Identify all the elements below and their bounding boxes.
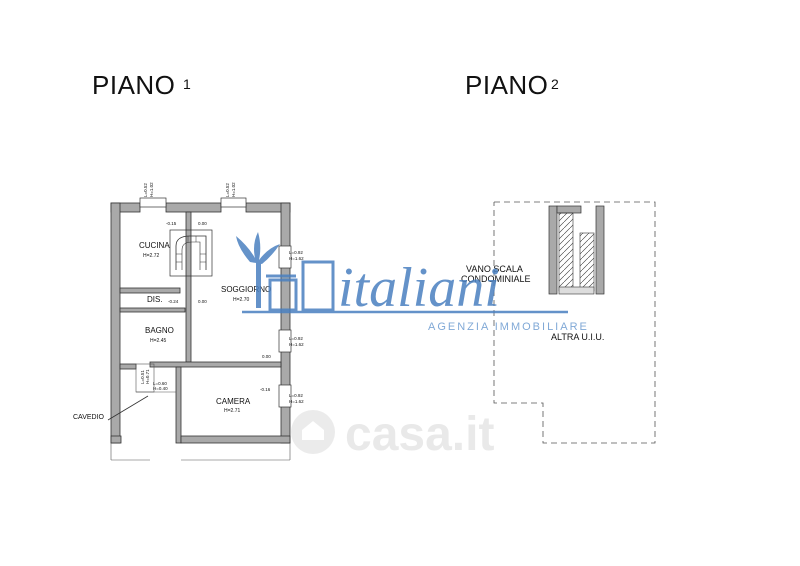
room-height-bagno: H=2.45 [150, 338, 166, 344]
room-name-cucina: CUCINA [139, 241, 170, 250]
room-name-bagno: BAGNO [145, 326, 174, 335]
window-label-cavedio-b-l: L=0.51 [140, 370, 145, 384]
floor-1-levels: -0.15 0.00 -0.24 0.00 0.00 -0.16 [166, 221, 271, 392]
floor-2-plan [493, 201, 656, 444]
window-label-mid-l: L=0.92 [289, 336, 303, 341]
window-label-camera-h: H=1.62 [289, 399, 304, 404]
window-label-top-left-h: H=1.02 [149, 182, 154, 197]
room-height-camera: H=2.71 [224, 408, 240, 414]
altra-uiu-label: ALTRA U.I.U. [551, 332, 604, 342]
floor-1-room-labels: CUCINA H=2.72 SOGGIORNO H=2.70 DIS. BAGN… [73, 241, 271, 421]
level-stair: 0.00 [198, 221, 207, 226]
window-label-camera-l: L=0.92 [289, 393, 303, 398]
floor-1-number: 1 [183, 76, 191, 92]
watermark-site: casa.it [345, 408, 494, 461]
window-label-top-right-l: L=0.52 [225, 183, 230, 197]
level-soggiorno: 0.00 [198, 299, 207, 304]
floor-2-dashed-outline [493, 201, 656, 444]
floor-2-stair-core [548, 205, 605, 295]
vano-scala-line1: VANO SCALA [466, 264, 523, 274]
room-height-cucina: H=2.72 [143, 253, 159, 259]
cavedio-leader-line [107, 395, 149, 421]
watermark-tagline: AGENZIA IMMOBILIARE [428, 321, 589, 333]
level-cucina: -0.15 [166, 221, 177, 226]
floor-2-landing [558, 286, 595, 295]
room-height-soggiorno: H=2.70 [233, 297, 249, 303]
window-label-top-left-l: L=0.52 [143, 183, 148, 197]
floor-1-title: PIANO [92, 70, 176, 100]
window-label-cavedio-b-h: H=0.71 [145, 369, 150, 384]
floor-1-window-labels: L=0.92 H=1.62 L=0.92 H=1.62 L=0.92 H=1.6… [140, 182, 304, 404]
floor-2-number: 2 [551, 76, 559, 92]
window-label-soggiorno-l: L=0.92 [289, 250, 303, 255]
floor-2-stair-flight-a [558, 212, 574, 292]
floor-2-labels: VANO SCALA CONDOMINIALE ALTRA U.I.U. [461, 264, 604, 342]
palm-logo-icon [236, 232, 280, 264]
window-label-top-right-h: H=1.02 [231, 182, 236, 197]
window-label-cavedio-l: L=0.60 [153, 381, 167, 386]
window-label-soggiorno-h: H=1.62 [289, 256, 304, 261]
vano-scala-line2: CONDOMINIALE [461, 274, 531, 284]
floor-1-spiral-stair [169, 229, 213, 277]
window-label-mid-h: H=1.62 [289, 342, 304, 347]
level-dis: -0.24 [168, 299, 179, 304]
floor-1-plan [107, 197, 292, 461]
level-soggiorno-low: 0.00 [262, 354, 271, 359]
room-name-dis: DIS. [147, 295, 163, 304]
room-name-soggiorno: SOGGIORNO [221, 285, 271, 294]
level-camera: -0.16 [260, 387, 271, 392]
casa-watermark: casa.it [291, 408, 494, 461]
watermark-brand: italiani [338, 257, 500, 319]
floor-1-right-windows [278, 245, 292, 408]
room-name-camera: CAMERA [216, 397, 251, 406]
room-name-cavedio: CAVEDIO [73, 414, 105, 421]
floor-2-stair-flight-b [579, 232, 595, 292]
italiani-watermark: italiani AGENZIA IMMOBILIARE [236, 232, 589, 333]
floor-1-top-blocks [139, 197, 247, 208]
floor-1-walls [110, 202, 291, 444]
floor-2-title: PIANO [465, 70, 549, 100]
window-label-cavedio-h: H=0.40 [153, 386, 168, 391]
floor-1-thin-lines [110, 363, 291, 461]
